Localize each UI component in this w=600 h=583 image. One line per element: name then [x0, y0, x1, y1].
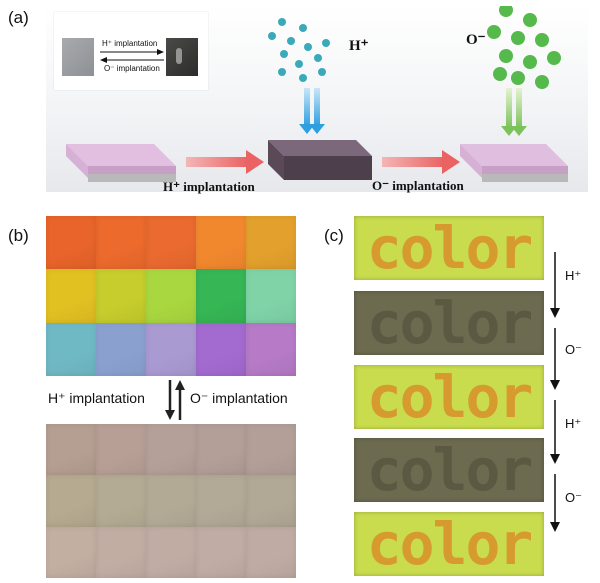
slab-o-implanted	[460, 144, 568, 182]
color-swatch	[246, 269, 296, 323]
color-swatch	[96, 424, 146, 476]
panel-label-b: (b)	[8, 226, 29, 245]
color-swatch	[46, 216, 96, 270]
color-word-strip: color	[354, 365, 544, 429]
color-swatch	[246, 526, 296, 578]
color-word-strip: color	[354, 216, 544, 280]
color-swatch	[46, 475, 96, 527]
red-arrow-2	[382, 150, 460, 174]
color-grid-before	[46, 216, 296, 376]
color-swatch	[146, 322, 196, 376]
sequence-arrows	[550, 252, 560, 532]
b-o-label: O⁻ implantation	[190, 390, 288, 406]
red-arrow-1	[186, 150, 264, 174]
color-swatch	[46, 424, 96, 476]
color-swatch	[196, 424, 246, 476]
color-swatch	[46, 322, 96, 376]
inset-sample-light	[62, 38, 94, 76]
c-step-3: H⁺	[565, 416, 582, 431]
o-ion-label: O⁻	[466, 32, 486, 48]
color-swatch	[46, 526, 96, 578]
inset-forward-label: H⁺ implantation	[102, 39, 158, 48]
color-swatch	[196, 269, 246, 323]
color-swatch	[96, 526, 146, 578]
h-implant-arrows	[299, 88, 325, 134]
color-swatch	[196, 322, 246, 376]
h-ion-dots	[268, 18, 330, 82]
o-ion-dots	[487, 6, 561, 89]
color-swatch	[146, 269, 196, 323]
inset-diagram: H⁺ implantation O⁻ implantation	[54, 12, 208, 90]
color-swatch	[146, 475, 196, 527]
o-implant-arrows	[501, 88, 527, 136]
slab-h-implanted	[268, 140, 372, 180]
slab-pristine	[66, 144, 176, 182]
color-swatch	[196, 526, 246, 578]
color-word-text: color	[366, 289, 534, 357]
color-swatch	[46, 269, 96, 323]
color-swatch	[196, 475, 246, 527]
c-step-4: O⁻	[565, 490, 582, 505]
color-word-strip: color	[354, 438, 544, 502]
color-grid-after	[46, 424, 296, 578]
panel-a-illustration	[66, 6, 568, 182]
color-swatch	[246, 424, 296, 476]
b-h-label: H⁺ implantation	[48, 390, 145, 406]
inset-backward-label: O⁻ implantation	[104, 64, 160, 73]
h-step-label: H⁺ implantation	[163, 179, 255, 194]
c-step-2: O⁻	[565, 342, 582, 357]
h-ion-label: H⁺	[349, 38, 369, 54]
color-word-strip: color	[354, 291, 544, 355]
color-swatch	[96, 475, 146, 527]
inset-sample-dark	[166, 38, 198, 76]
color-swatch	[146, 216, 196, 270]
reversible-arrows	[165, 380, 185, 420]
panel-label-a: (a)	[8, 8, 29, 27]
color-swatch	[146, 526, 196, 578]
color-word-text: color	[366, 436, 534, 504]
o-step-label: O⁻ implantation	[372, 178, 464, 193]
color-swatch	[246, 216, 296, 270]
color-swatch	[96, 322, 146, 376]
color-swatch	[246, 475, 296, 527]
color-word-text: color	[366, 214, 534, 282]
color-word-text: color	[366, 510, 534, 578]
panel-label-c: (c)	[324, 226, 344, 245]
c-step-1: H⁺	[565, 268, 582, 283]
color-swatch	[196, 216, 246, 270]
color-swatch	[96, 216, 146, 270]
inset-arrows	[100, 49, 164, 63]
color-word-text: color	[366, 363, 534, 431]
color-swatch	[96, 269, 146, 323]
color-swatch	[246, 322, 296, 376]
color-word-strip: color	[354, 512, 544, 576]
color-swatch	[146, 424, 196, 476]
